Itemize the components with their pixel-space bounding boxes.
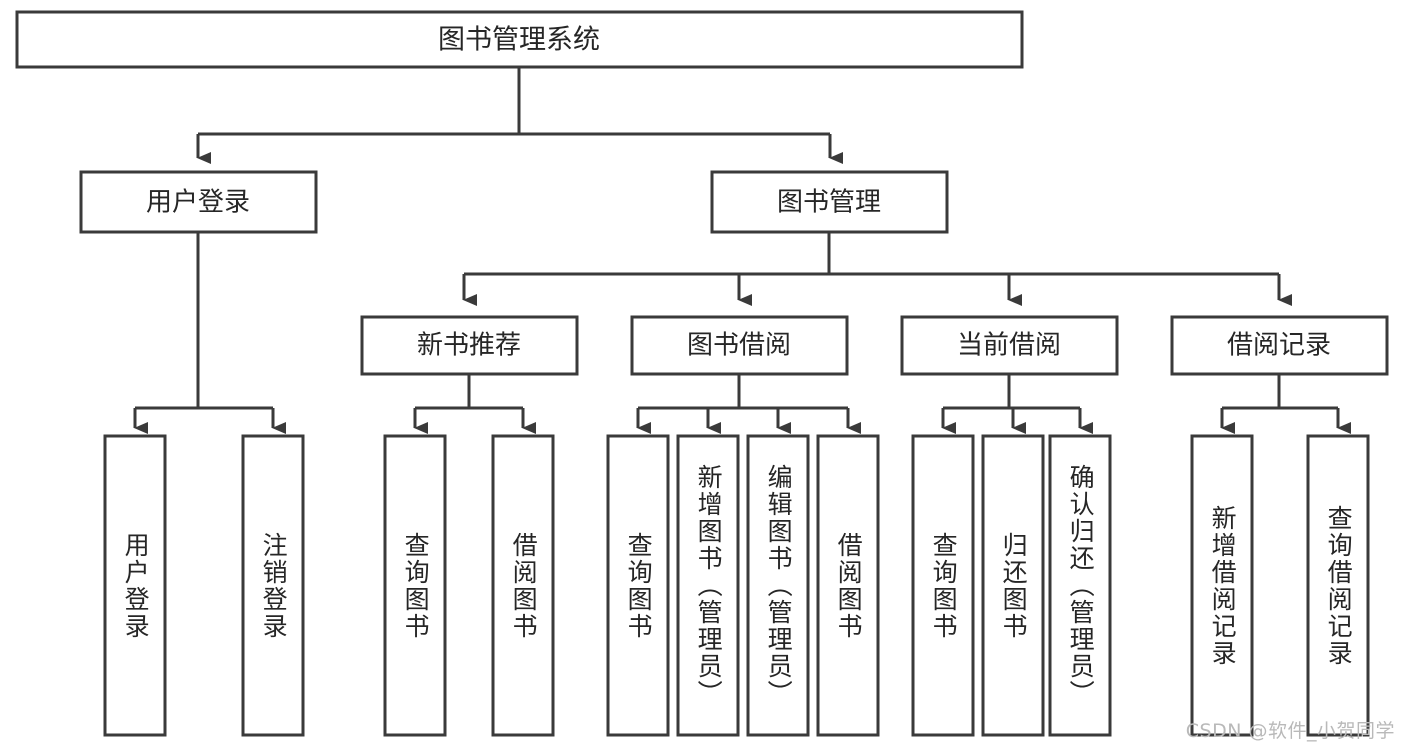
connector-borrow-records-to-leaves xyxy=(1220,374,1351,434)
node-user-login[interactable]: 用户登录 xyxy=(79,170,318,234)
node-book-management[interactable]: 图书管理 xyxy=(710,170,949,234)
leaf-box-user-login-2[interactable] xyxy=(241,434,305,737)
node-borrow-records[interactable]: 借阅记录 xyxy=(1170,315,1389,376)
node-root-label: 图书管理系统 xyxy=(438,25,600,56)
leaf-box-new-book-2[interactable] xyxy=(491,434,555,737)
node-book-borrow[interactable]: 图书借阅 xyxy=(630,315,849,376)
connector-current-borrow-to-leaves xyxy=(941,374,1093,434)
node-current-borrow[interactable]: 当前借阅 xyxy=(900,315,1119,376)
leaf-box-book-borrow-2[interactable] xyxy=(676,434,740,737)
node-borrow-records-label: 借阅记录 xyxy=(1227,331,1331,361)
leaf-box-current-borrow-2[interactable] xyxy=(981,434,1045,737)
node-book-management-label: 图书管理 xyxy=(777,188,881,218)
node-root[interactable]: 图书管理系统 xyxy=(15,10,1024,69)
node-new-book-recommend-box xyxy=(360,315,579,376)
leaf-box-book-borrow-4[interactable] xyxy=(816,434,880,737)
leaf-box-current-borrow-3[interactable] xyxy=(1048,434,1112,737)
leaf-box-book-borrow-1[interactable] xyxy=(606,434,670,737)
node-current-borrow-label: 当前借阅 xyxy=(957,331,1061,361)
connector-book-management-to-level3 xyxy=(462,232,1292,306)
node-new-book-recommend-label: 新书推荐 xyxy=(417,331,521,361)
csdn-watermark: CSDN @软件_小贺同学 xyxy=(1185,720,1395,742)
leaf-box-borrow-records-2[interactable] xyxy=(1306,434,1370,737)
leaf-box-current-borrow-1[interactable] xyxy=(911,434,975,737)
node-root-box xyxy=(15,10,1024,69)
node-user-login-label: 用户登录 xyxy=(146,188,250,218)
connector-root-to-level2 xyxy=(196,67,843,164)
node-new-book-recommend[interactable]: 新书推荐 xyxy=(360,315,579,376)
node-current-borrow-box xyxy=(900,315,1119,376)
connector-new-book-recommend-to-leaves xyxy=(413,374,536,434)
node-user-login-box xyxy=(79,170,318,234)
node-book-borrow-label: 图书借阅 xyxy=(687,331,791,361)
leaf-box-borrow-records-1[interactable] xyxy=(1190,434,1254,737)
leaf-box-new-book-1[interactable] xyxy=(383,434,447,737)
leaf-box-book-borrow-3[interactable] xyxy=(746,434,810,737)
connector-user-login-to-leaves xyxy=(133,232,286,434)
connector-book-borrow-to-leaves xyxy=(636,374,861,434)
leaf-box-user-login-1[interactable] xyxy=(103,434,167,737)
